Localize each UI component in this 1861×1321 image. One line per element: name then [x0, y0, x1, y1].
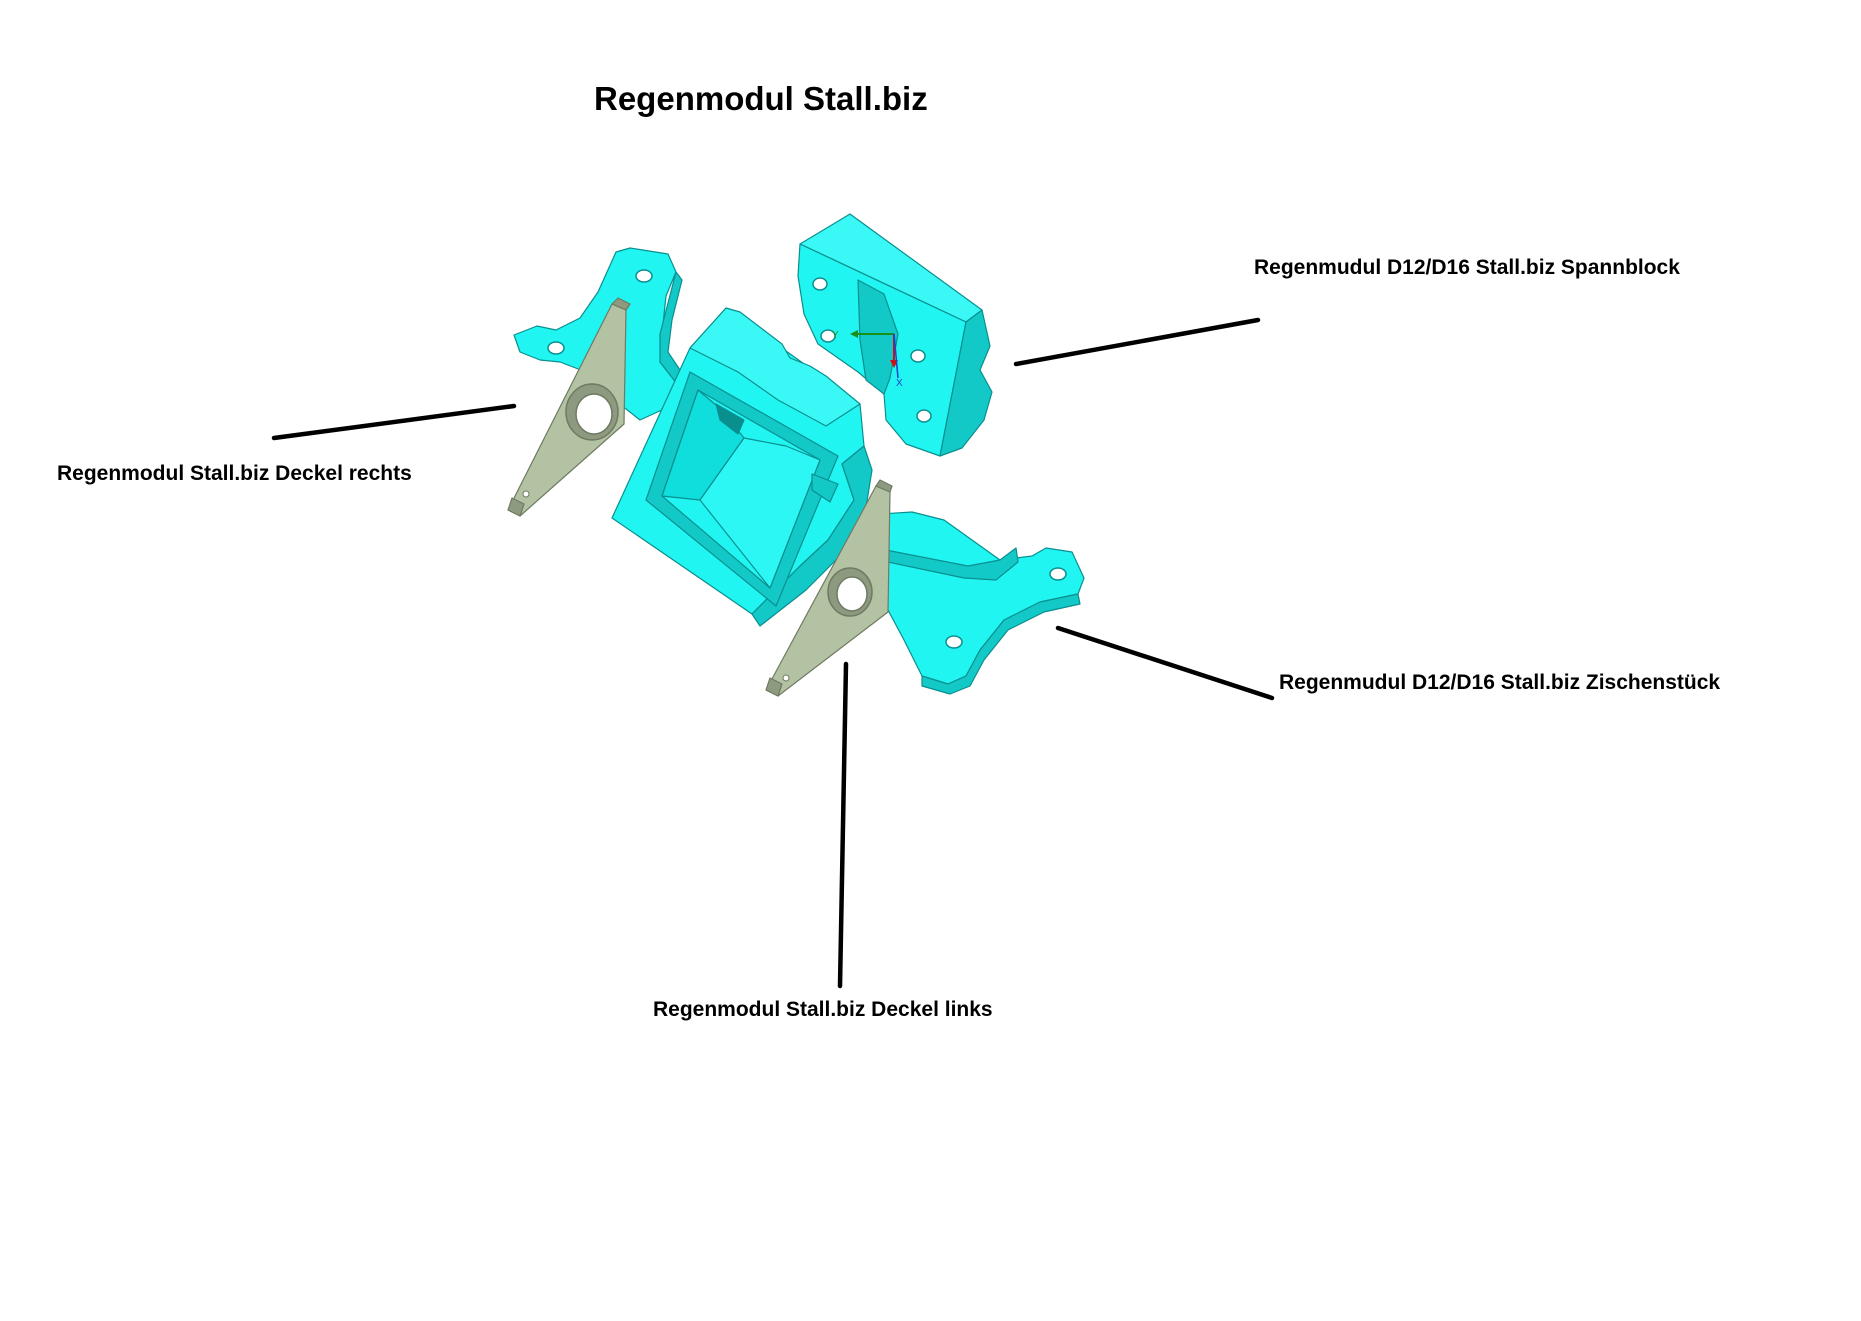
zwischenstueck-holes	[547, 269, 1067, 649]
deckel-links-pin-hole	[782, 674, 790, 682]
spannblock-side	[939, 309, 993, 457]
leader-zwischenstueck	[1055, 625, 1275, 701]
deckel-rechts-edge-2	[611, 297, 631, 311]
leader-lines	[271, 317, 1275, 989]
spannblock-hole-4	[916, 409, 932, 423]
funnel-notch	[715, 403, 745, 435]
spannblock-hole-1	[812, 277, 828, 291]
spannblock-part	[797, 213, 993, 457]
label-zwischenstueck: Regenmudul D12/D16 Stall.biz Zischenstüc…	[1279, 671, 1721, 694]
zwischenstueck-part	[513, 247, 1085, 695]
hole-right-arm-2	[945, 635, 963, 649]
label-spannblock: Regenmudul D12/D16 Stall.biz Spannblock	[1254, 256, 1680, 279]
deckel-rechts-bore	[565, 383, 619, 441]
deckel-links-edge	[765, 677, 783, 697]
leader-deckel-links	[837, 661, 849, 989]
deckel-links-edge-2	[875, 479, 893, 493]
funnel-notch-2	[811, 473, 839, 503]
zwischenstueck-right-arm-edge	[921, 593, 1081, 695]
hole-left-arm-1	[547, 341, 565, 355]
spannblock-hole-2	[820, 329, 836, 343]
deckel-links-bore	[827, 567, 873, 617]
spannblock-hole-3	[910, 349, 926, 363]
page-title: Regenmodul Stall.biz	[594, 80, 928, 117]
zwischenstueck-left-arm-side	[659, 271, 693, 399]
axis-y-label: Y	[832, 330, 839, 341]
zwischenstueck-right-step	[885, 547, 1019, 581]
axis-triad-icon	[850, 330, 899, 379]
hole-left-arm-2	[635, 269, 653, 283]
axis-x-label: X	[896, 378, 903, 389]
label-deckel-rechts: Regenmodul Stall.biz Deckel rechts	[57, 462, 412, 485]
zwischenstueck-right-arm	[859, 511, 1085, 685]
spannblock-groove	[857, 279, 899, 395]
hopper-side	[751, 445, 873, 627]
spannblock-holes	[812, 277, 932, 423]
deckel-rechts-pin-hole	[522, 490, 530, 498]
hole-right-arm-1	[1049, 567, 1067, 581]
funnel-wall-right	[699, 437, 821, 589]
deckel-rechts-edge	[507, 497, 525, 517]
leader-deckel-rechts	[271, 403, 517, 441]
label-deckel-links: Regenmodul Stall.biz Deckel links	[653, 998, 993, 1021]
leader-spannblock	[1013, 317, 1261, 367]
hopper-top	[689, 307, 861, 427]
